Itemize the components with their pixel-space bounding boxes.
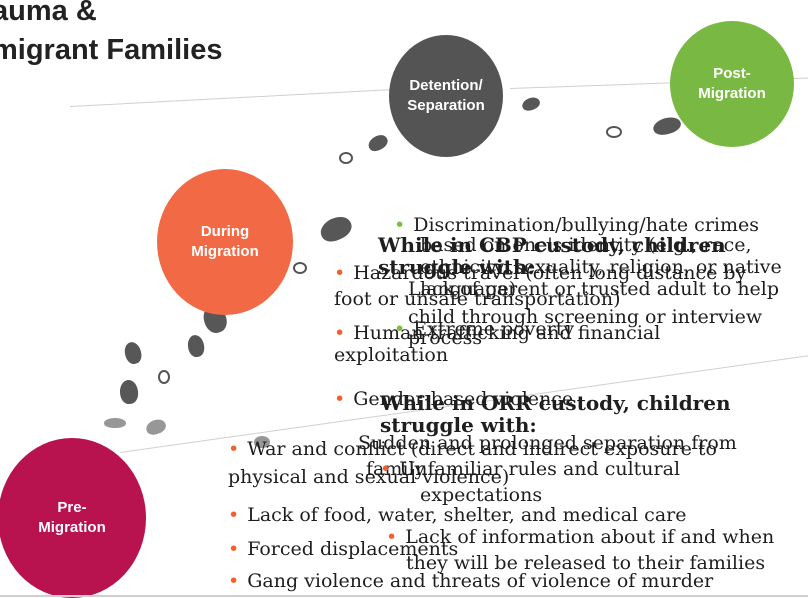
bullet-icon: • [394,318,406,340]
orr-item-3-cont: they will be released to their families [406,552,766,574]
bullet-icon: • [228,538,240,560]
cbp-item-cont: child through screening or interview [408,306,763,328]
stage-label: Post- Migration [698,65,766,102]
footprint-icon [339,152,353,164]
cbp-item: Lack of parent or trusted adult to help [408,278,780,300]
during-item-3: •Gender-based violence [334,388,574,410]
post-item-1-cont: based on one's identity (e.g., race, [420,234,752,256]
cbp-heading-2: struggle with: [378,255,535,279]
bullet-icon: • [334,388,346,410]
orr-heading: While in ORR custody, children [380,391,731,415]
footprint-icon [144,417,168,437]
title-line-1: auma & [0,0,97,27]
footprint-icon [254,436,270,448]
stage-during-migration: During Migration [157,169,293,315]
cbp-heading: While in CBP custody, children [378,233,726,257]
post-item-1-cont: ethnicity, sexuality, religion, or nativ… [420,256,782,278]
orr-heading-2: struggle with: [380,413,537,437]
pre-item-4: •Gang violence and threats of violence o… [228,570,714,592]
stage-post-migration: Post- Migration [670,21,794,147]
footprint-icon [118,379,140,405]
bullet-icon: • [228,504,240,526]
bullet-icon: • [334,262,346,284]
cbp-item-cont: process [408,327,483,349]
orr-item-2-cont: expectations [420,484,543,506]
pre-item-3: •Forced displacements [228,538,459,560]
pre-item-1-cont: physical and sexual violence) [228,466,510,488]
bullet-icon: • [386,526,398,548]
footprint-icon [104,418,126,428]
stage-label: During Migration [191,223,259,260]
stage-label: Detention/ Separation [407,77,485,114]
pre-item-1: •War and conflict (direct and indirect e… [228,438,717,460]
footprint-icon [365,131,391,155]
post-item-1: •Discrimination/bullying/hate crimes [394,214,759,236]
bullet-icon: • [334,322,346,344]
footprint-icon [651,114,683,138]
pre-item-2: •Lack of food, water, shelter, and medic… [228,504,687,526]
footprint-icon [186,333,206,359]
bullet-icon: • [380,458,392,480]
post-item-1-cont: language) [420,278,517,300]
footprint-icon [316,212,356,246]
path-rule [69,88,400,107]
orr-item-1: Sudden and prolonged separation from [358,432,737,454]
bullet-icon: • [228,438,240,460]
footprint-icon [158,370,170,384]
footprint-icon [122,340,144,366]
during-item-2: •Human trafficking and financial [334,322,661,344]
during-item-1: •Hazardous travel (often long distance b… [334,262,747,284]
during-item-2-cont: exploitation [334,344,449,366]
title-line-2: migrant Families [0,34,223,66]
orr-item-2: •Unfamiliar rules and cultural [380,458,681,480]
during-item-1-cont: foot or unsafe transportation) [334,288,621,310]
bullet-icon: • [394,214,406,236]
orr-item-3: •Lack of information about if and when [386,526,775,548]
footprint-icon [606,126,622,138]
post-item-2: •Extreme poverty [394,318,575,340]
slide-bottom-border [0,595,808,597]
footprint-icon [520,95,542,113]
slide-title: auma & migrant Families [0,0,222,70]
footprint-icon [293,262,307,274]
orr-item-1-cont: family [366,458,426,480]
bullet-icon: • [228,570,240,592]
stage-pre-migration: Pre- Migration [0,438,146,598]
stage-detention-separation: Detention/ Separation [389,35,503,157]
stage-label: Pre- Migration [38,499,106,536]
